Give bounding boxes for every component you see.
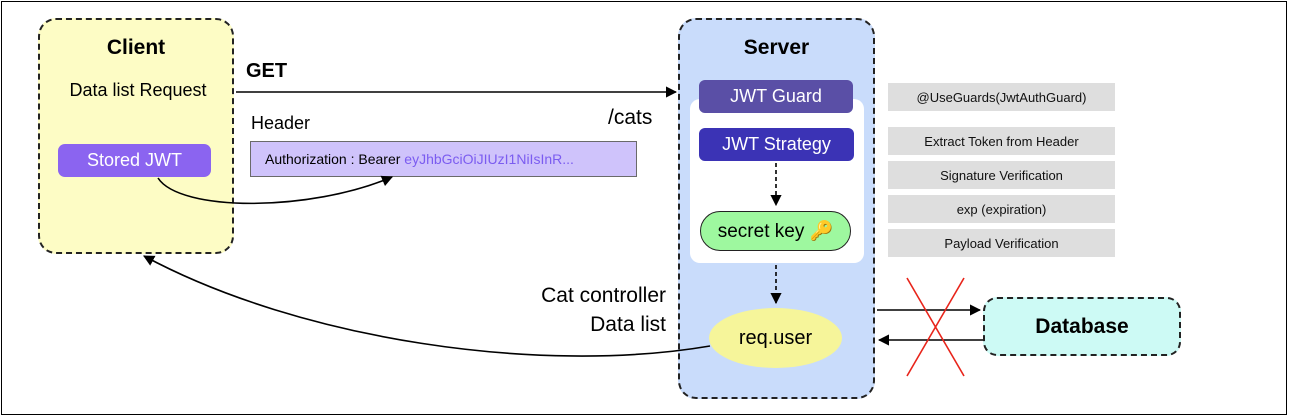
- jwt-guard-box: JWT Guard: [699, 80, 853, 113]
- step-extract-token: Extract Token from Header: [888, 127, 1115, 155]
- step-payload-verification: Payload Verification: [888, 229, 1115, 257]
- server-title: Server: [743, 36, 810, 59]
- secret-key-pill: secret key 🔑: [700, 211, 851, 251]
- data-list-label: Data list: [590, 313, 666, 336]
- authorization-prefix: Authorization : Bearer: [265, 151, 405, 167]
- cat-controller-label: Cat controller: [541, 284, 666, 307]
- req-user-ellipse: req.user: [709, 308, 842, 368]
- database-box: Database: [983, 297, 1181, 356]
- header-label: Header: [251, 113, 311, 133]
- cross-mark-line-2: [906, 277, 965, 377]
- use-guards-note: @UseGuards(JwtAuthGuard): [888, 83, 1115, 111]
- step-expiration: exp (expiration): [888, 195, 1115, 223]
- http-method-label: GET: [246, 60, 288, 82]
- data-list-request-label: Data list Request: [69, 80, 207, 100]
- request-path-label: /cats: [608, 106, 653, 129]
- authorization-header-box: Authorization : Bearer eyJhbGciOiJIUzI1N…: [250, 141, 637, 177]
- response-to-client-arrow: [143, 255, 711, 357]
- step-signature-verification: Signature Verification: [888, 161, 1115, 189]
- jwt-strategy-box: JWT Strategy: [699, 128, 854, 161]
- database-title: Database: [1035, 314, 1129, 338]
- client-box: [38, 18, 234, 254]
- stored-jwt-badge: Stored JWT: [58, 144, 211, 177]
- client-title: Client: [106, 36, 166, 59]
- stored-jwt-to-header-arrow: [157, 175, 394, 205]
- jwt-token-text: eyJhbGciOiJIUzI1NiIsInR...: [404, 151, 574, 167]
